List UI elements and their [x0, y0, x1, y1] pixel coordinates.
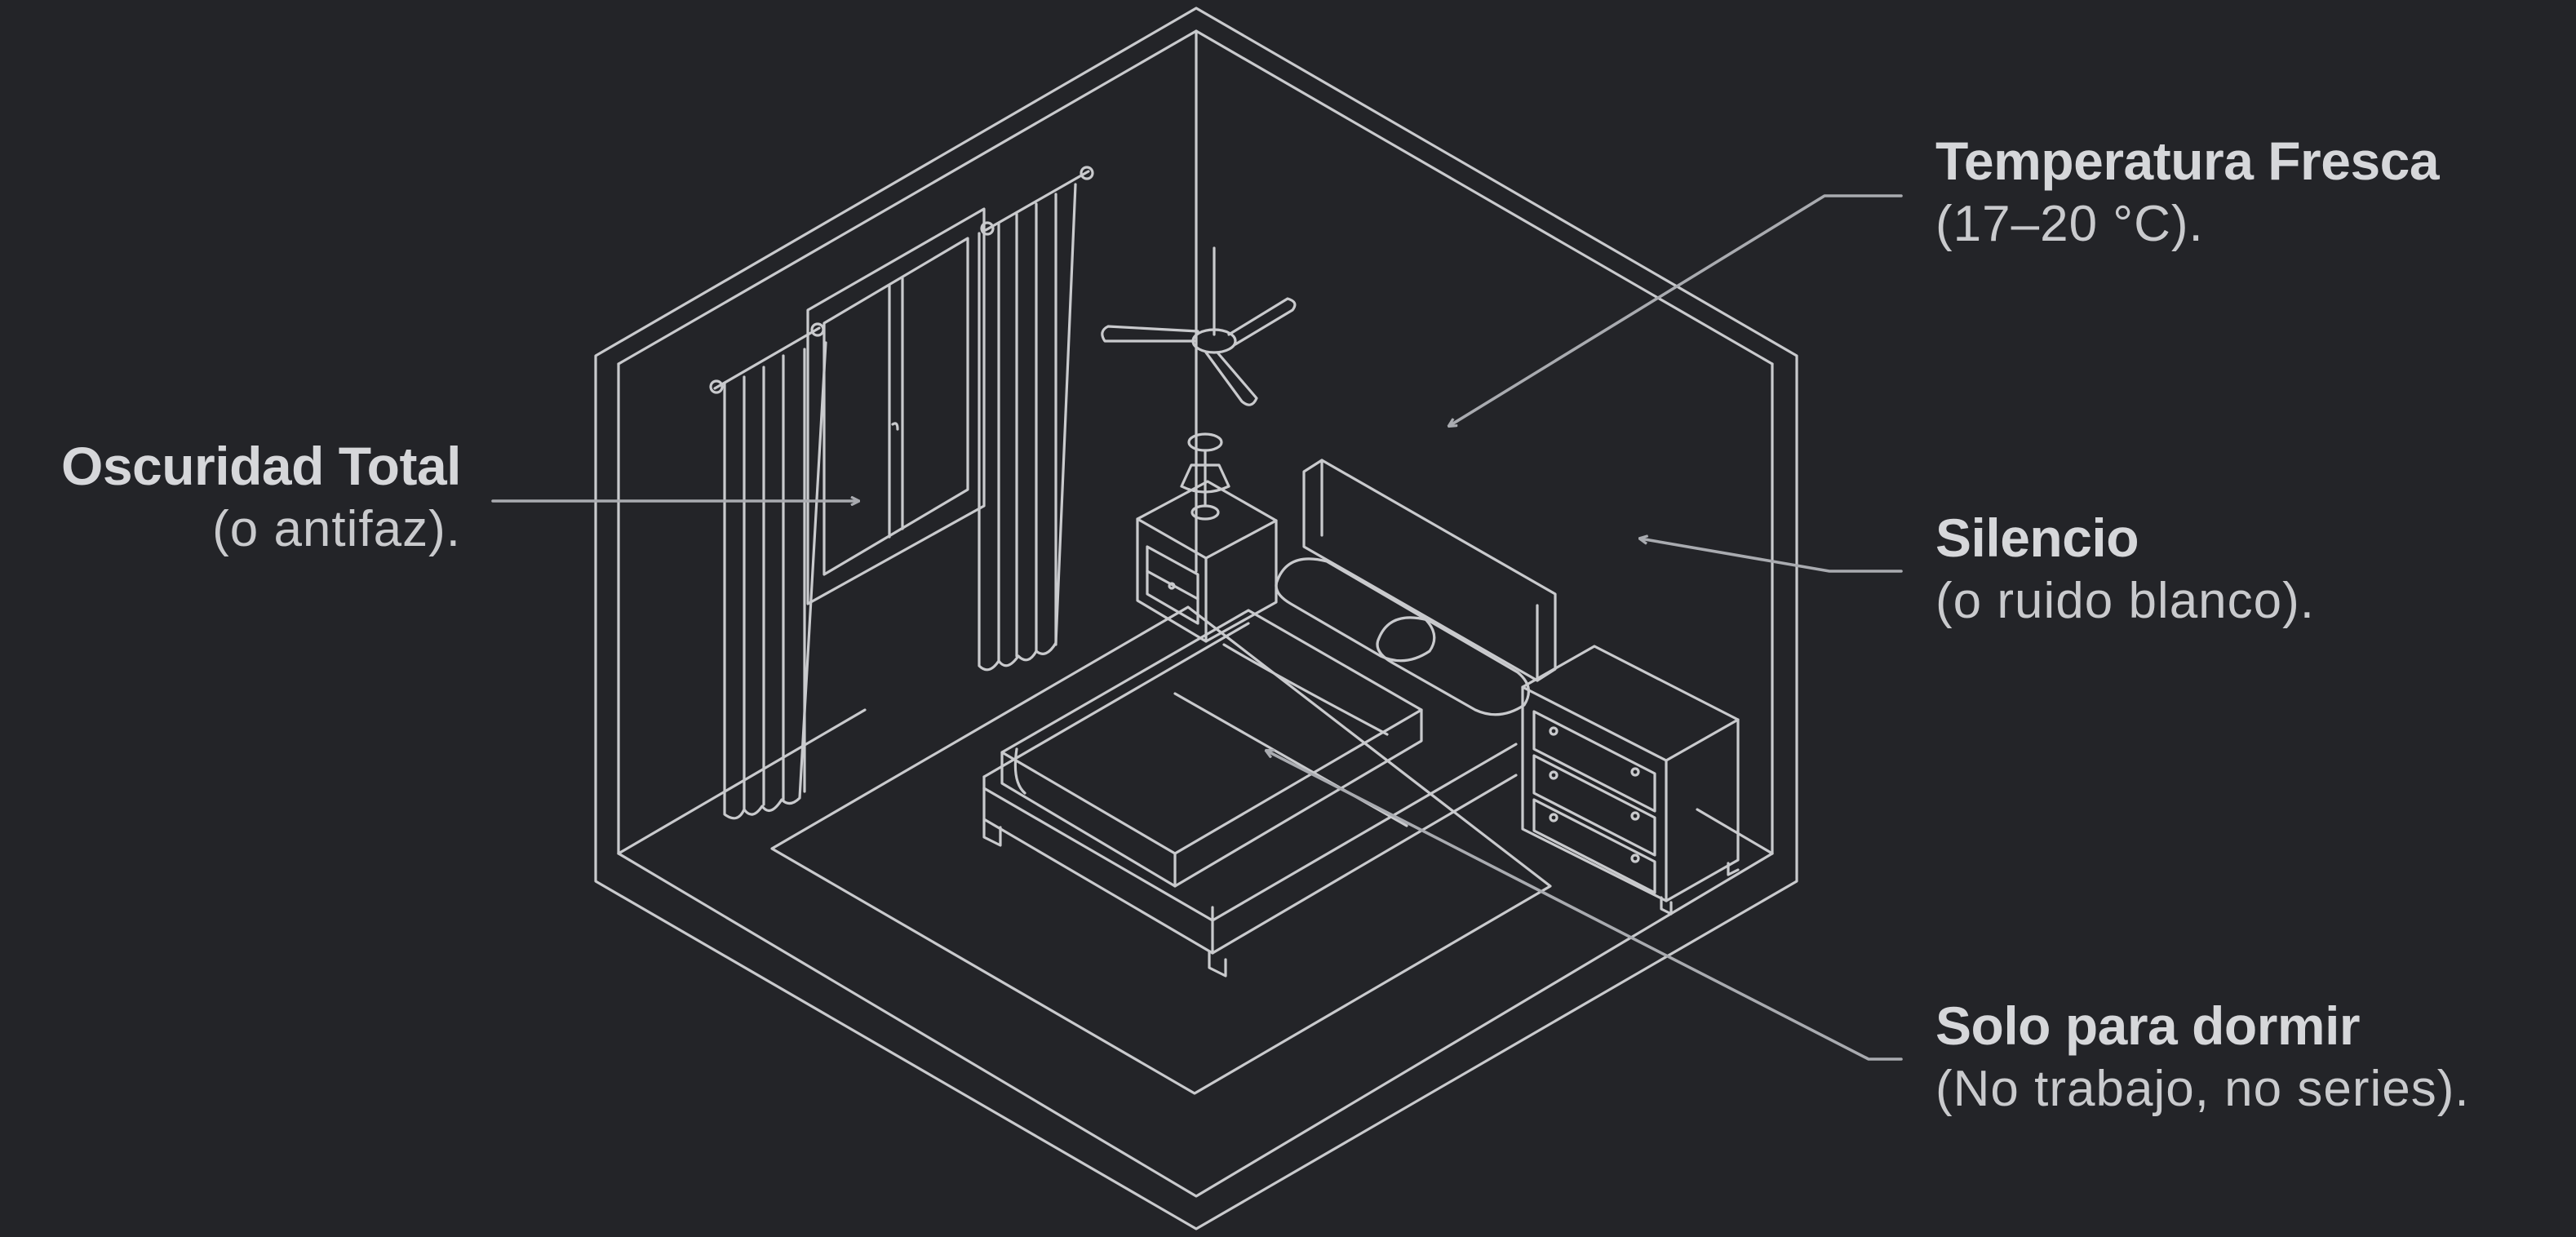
- ceiling-fan: [1101, 246, 1297, 406]
- annotation-subtitle: (17–20 °C).: [1935, 195, 2204, 252]
- dresser: [1521, 645, 1740, 916]
- annotation-subtitle: (o antifaz).: [212, 500, 461, 557]
- lamp: [1180, 432, 1230, 521]
- temperature-annotation: Temperatura Fresca (17–20 °C).: [1935, 131, 2440, 255]
- room-walls: [594, 7, 1798, 1230]
- annotation-title: Silencio: [1935, 508, 2139, 568]
- annotation-title: Solo para dormir: [1935, 995, 2361, 1056]
- sleep-only-annotation: Solo para dormir (No trabajo, no series)…: [1935, 995, 2470, 1120]
- annotation-subtitle: (No trabajo, no series).: [1935, 1060, 2470, 1117]
- arrow-icon: [1449, 194, 1903, 426]
- annotation-subtitle: (o ruido blanco).: [1935, 572, 2316, 629]
- window: [806, 207, 986, 605]
- annotation-title: Temperatura Fresca: [1935, 131, 2440, 191]
- darkness-annotation: Oscuridad Total (o antifaz).: [60, 436, 462, 561]
- arrow-icon: [1640, 539, 1903, 573]
- annotation-title: Oscuridad Total: [60, 436, 462, 496]
- arrow-icon: [1266, 751, 1903, 1061]
- silence-annotation: Silencio (o ruido blanco).: [1935, 508, 2315, 632]
- rug: [770, 605, 1552, 1095]
- nightstand: [1136, 480, 1278, 643]
- curtains: [709, 166, 1094, 820]
- bed: [982, 459, 1557, 978]
